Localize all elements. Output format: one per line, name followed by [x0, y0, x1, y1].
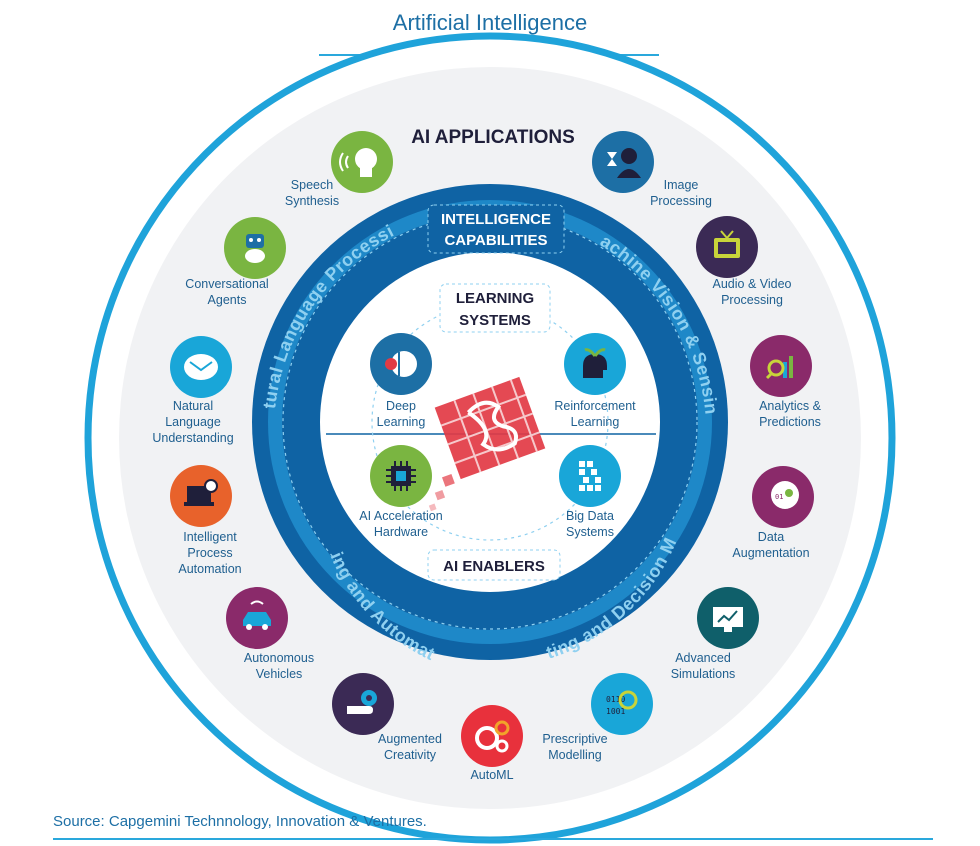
- head-plant-icon: [583, 348, 607, 378]
- app-augmentation-label-0: Data: [758, 530, 784, 544]
- app-simulations-label-0: Advanced: [675, 651, 731, 665]
- enablers-box: [427, 549, 561, 581]
- app-autonomous-label-0: Autonomous: [244, 651, 314, 665]
- robot-icon: [245, 234, 265, 263]
- core-reinforcement-label-0: Reinforcement: [554, 399, 636, 413]
- core-bigdata-label-1: Systems: [566, 525, 614, 539]
- app-prescriptive-label-1: Modelling: [548, 748, 602, 762]
- app-creativity-label-0: Augmented: [378, 732, 442, 746]
- binary-magnifier-icon: 0110 1001: [606, 690, 638, 716]
- app-speech-label-0: Speech: [291, 178, 333, 192]
- head-binary-icon: 01: [771, 481, 799, 509]
- app-analytics-label-1: Predictions: [759, 415, 821, 429]
- core-deep-label-0: Deep: [386, 399, 416, 413]
- brain-gear-icon: [385, 351, 417, 377]
- applications-header: AI APPLICATIONS: [411, 127, 575, 148]
- app-image-badge: [592, 131, 654, 193]
- learning-header-line1: LEARNING: [456, 290, 534, 307]
- svg-text:01: 01: [775, 493, 783, 501]
- person-hourglass-icon: [607, 148, 641, 178]
- svg-text:1001: 1001: [606, 707, 625, 716]
- app-automl-badge: [461, 705, 523, 767]
- app-image-label-0: Image: [664, 178, 699, 192]
- core-bigdata-badge: [559, 445, 621, 507]
- app-automl: AutoML: [461, 705, 523, 782]
- car-icon: [243, 600, 271, 630]
- chip-icon: [386, 461, 416, 491]
- learning-box: [439, 283, 551, 333]
- source-note: Source: Capgemini Technnology, Innovatio…: [53, 813, 427, 830]
- app-image-label-1: Processing: [650, 194, 712, 208]
- app-creativity-label-1: Creativity: [384, 748, 437, 762]
- app-nlu-label-2: Understanding: [152, 431, 233, 445]
- app-simulations-label-1: Simulations: [671, 667, 736, 681]
- data-blocks-icon: [579, 461, 601, 491]
- core-acceleration-label-1: Hardware: [374, 525, 428, 539]
- app-conversational-label-0: Conversational: [185, 277, 268, 291]
- app-analytics-badge: [750, 335, 812, 397]
- capabilities-header-line2: CAPABILITIES: [444, 232, 547, 249]
- capabilities-box: [427, 204, 565, 254]
- center-logo-icon: [428, 376, 546, 512]
- capabilities-header-line1: INTELLIGENCE: [441, 211, 551, 228]
- envelope-icon: [184, 354, 218, 380]
- app-audio-label-0: Audio & Video: [713, 277, 792, 291]
- app-analytics-label-0: Analytics &: [759, 399, 821, 413]
- source-underline: [53, 838, 933, 840]
- app-conversational-label-1: Agents: [208, 293, 247, 307]
- gears-icon: [475, 720, 510, 753]
- app-ipa-label-2: Automation: [178, 562, 241, 576]
- tv-icon: [714, 230, 740, 258]
- app-ipa-label-0: Intelligent: [183, 530, 237, 544]
- app-augmentation-label-1: Augmentation: [732, 546, 809, 560]
- app-creativity-badge: [332, 673, 394, 735]
- app-nlu-label-0: Natural: [173, 399, 213, 413]
- app-audio-label-1: Processing: [721, 293, 783, 307]
- learning-header-line2: SYSTEMS: [459, 312, 531, 329]
- svg-text:0110: 0110: [606, 695, 625, 704]
- laptop-gear-icon: [184, 479, 218, 506]
- enablers-header: AI ENABLERS: [443, 558, 545, 575]
- monitor-graph-icon: [713, 607, 743, 632]
- app-speech-label-1: Synthesis: [285, 194, 339, 208]
- core-deep-label-1: Learning: [377, 415, 426, 429]
- magnifier-chart-icon: [765, 356, 793, 380]
- app-autonomous-label-1: Vehicles: [256, 667, 303, 681]
- core-bigdata-label-0: Big Data: [566, 509, 614, 523]
- core-acceleration-label-0: AI Acceleration: [359, 509, 442, 523]
- app-ipa-label-1: Process: [187, 546, 232, 560]
- app-prescriptive-label-0: Prescriptive: [542, 732, 607, 746]
- app-analytics: Analytics & Predictions: [750, 335, 822, 429]
- core-reinforcement-label-1: Learning: [571, 415, 620, 429]
- app-nlu-label-1: Language: [165, 415, 221, 429]
- app-automl-label-0: AutoML: [470, 768, 513, 782]
- speaking-head-icon: [339, 148, 377, 177]
- page-title: Artificial Intelligence: [392, 10, 588, 35]
- hand-gear-icon: [347, 690, 377, 714]
